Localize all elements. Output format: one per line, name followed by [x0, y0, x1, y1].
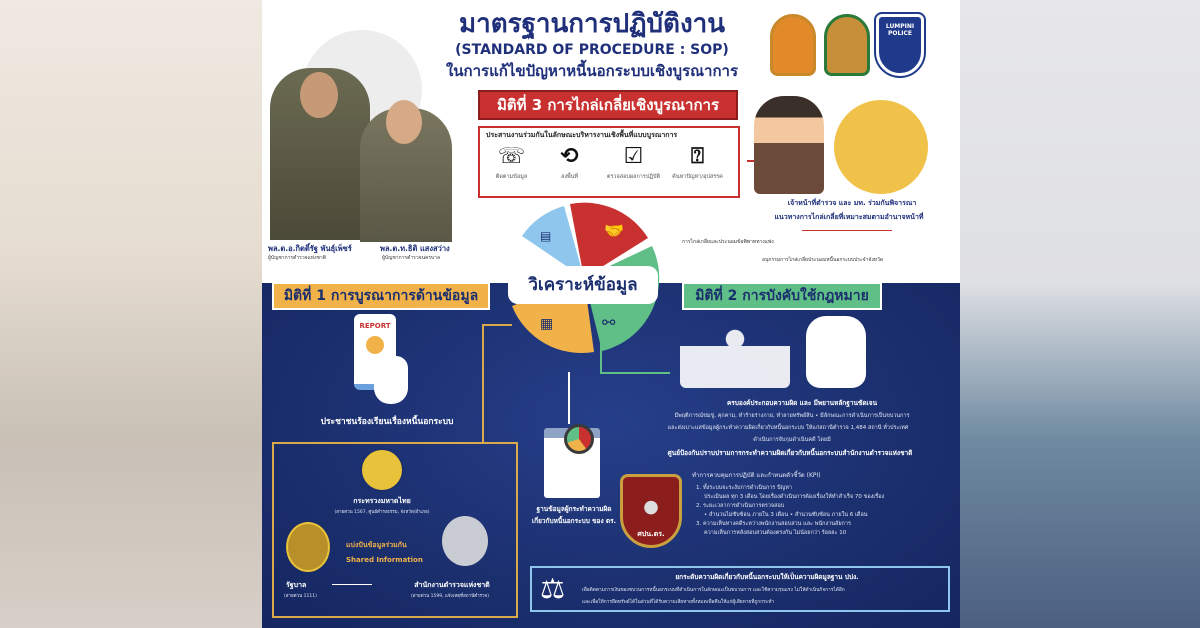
kpi-item: ประเมินผล ทุก 3 เดือน โดยเรื่องดำเนินการ…	[704, 494, 885, 500]
official-face-1	[300, 72, 338, 118]
kpi-item: 1. ทั้งระบบจะระงับการดำเนินการ ปัญหา	[696, 485, 792, 491]
kpi-list: 1. ทั้งระบบจะระงับการดำเนินการ ปัญหา ประ…	[696, 484, 958, 538]
magnifier-chart-icon	[564, 424, 594, 454]
fist-icon	[806, 316, 866, 388]
scales-of-justice-icon: ⚖	[540, 572, 566, 605]
sop-infographic: พล.ต.อ.กิตติ์รัฐ พันธุ์เพ็ชร์ ผู้บัญชากา…	[262, 0, 960, 628]
blurred-background-left	[0, 0, 262, 628]
connector-line	[482, 324, 484, 442]
title-english: (STANDARD OF PROCEDURE : SOP)	[455, 42, 729, 58]
police-seal	[442, 516, 488, 566]
badge-text: LUMPINI POLICE	[885, 23, 915, 37]
bidirectional-arrow-icon	[332, 584, 372, 585]
report-button-icon	[366, 336, 384, 354]
lumpini-police-badge: LUMPINI POLICE	[874, 12, 926, 78]
footer-title: ยกระดับความผิดเกี่ยวกับหนี้นอกระบบให้เป็…	[675, 573, 859, 581]
pie-segment-blue	[522, 206, 584, 278]
prevention-center-title: ศูนย์ป้องกันปราบปรามการกระทำความผิดเกี่ย…	[667, 449, 913, 457]
law-line-4: ดำเนินการจับกุมดำเนินคดี โดยมี	[753, 437, 831, 443]
police-label: สำนักงานตำรวจแห่งชาติ	[414, 581, 490, 589]
official-role-1: ผู้บัญชาการตำรวจแห่งชาติ	[268, 255, 326, 261]
police-note: (สายด่วน 1599, แจ้งเหตุที่สถานีตำรวจ)	[411, 594, 489, 599]
arrow-up-icon	[568, 372, 570, 424]
government-note: (สายด่วน 1111)	[284, 594, 317, 599]
database-caption-1: ฐานข้อมูลผู้กระทำความผิด	[536, 505, 612, 513]
step-track-data: ☏ติดตามข้อมูล	[495, 144, 528, 180]
pie-segment-red	[570, 202, 648, 278]
meeting-icon: ▦	[540, 316, 553, 332]
official-face-2	[386, 100, 422, 144]
official-name-1: พล.ต.อ.กิตติ์รัฐ พันธุ์เพ็ชร์	[268, 244, 352, 253]
report-label: REPORT	[359, 322, 391, 330]
district-seal-logo	[824, 14, 870, 76]
law-line-3: และส่งเบาะแสข้อมูลผู้กระทำความผิดเกี่ยวก…	[667, 425, 909, 431]
officers-caption-1: เจ้าหน้าที่ตำรวจ และ มท. ร่วมกันพิจารณา	[787, 199, 917, 207]
kpi-item: ความเห็นการหลังสอบสวนต้องตรงกัน ไม่น้อยก…	[704, 530, 847, 536]
connector-line-h	[482, 324, 512, 326]
step-check-results: ☑ตรวจสอบผลการปฏิบัติ	[606, 144, 661, 180]
criminal-gang-illustration	[680, 318, 790, 388]
interior-officials-illustration	[834, 100, 928, 194]
officers-caption-2: แนวทางการไกล่เกลี่ยที่เหมาะสมตามอำนาจหน้…	[774, 213, 924, 221]
law-line-2: มีพฤติการณ์ข่มขู่, คุกคาม, ทำร้ายร่างกาย…	[674, 413, 910, 419]
badge-label: ศปน.ตร.	[637, 530, 665, 538]
arrow-right-green-icon	[600, 372, 670, 374]
share-thai: แบ่งปันข้อมูลร่วมกัน	[346, 541, 407, 549]
question-board-icon: ⍰	[690, 144, 705, 169]
clipboard-icon: ☑	[623, 144, 644, 169]
footer-text-1: เพื่อติดตามการเงินของขบวนการหนี้นอกระบบท…	[582, 588, 845, 593]
subtitle-thai: ในการแก้ไขปัญหาหนี้นอกระบบเชิงบูรณาการ	[445, 62, 739, 80]
ministry-note: (สายด่วน 1567, ศูนย์ดำรงธรรม, จังหวัด/อำ…	[334, 510, 430, 515]
handcuffs-icon: ⚯	[602, 313, 616, 332]
footer-text-2: และเพื่อให้การยึดทรัพย์ได้ในส่วนที่ได้รั…	[582, 600, 775, 605]
title-block: มาตรฐานการปฏิบัติงาน (STANDARD OF PROCED…	[422, 8, 762, 82]
title-thai: มาตรฐานการปฏิบัติงาน	[458, 9, 726, 39]
law-line-1: ครบองค์ประกอบความผิด และ มีพยานหลักฐานชั…	[726, 399, 878, 407]
complaint-caption: ประชาชนร้องเรียนเรื่องหนี้นอกระบบ	[320, 417, 454, 427]
agencies-box	[272, 442, 518, 618]
analysis-label: วิเคราะห์ข้อมูล	[508, 266, 658, 304]
share-english: Shared Information	[346, 556, 423, 564]
dimension3-heading: มิติที่ 3 การไกล่เกลี่ยเชิงบูรณาการ	[478, 90, 738, 120]
kpi-item: 2. ระยะเวลาการดำเนินการตรวจสอบ	[696, 503, 785, 509]
official-name-2: พล.ต.ท.ธิติ แสงสว่าง	[380, 244, 450, 253]
police-officer-illustration	[754, 96, 824, 194]
blurred-background-right	[960, 0, 1200, 628]
dimension3-box: ประสานงานร่วมกันในลักษณะบริหารงานเชิงพื้…	[478, 126, 740, 198]
dimension2-heading: มิติที่ 2 การบังคับใช้กฎหมาย	[682, 282, 882, 310]
province-seal-logo	[770, 14, 816, 76]
arrow-line	[600, 340, 602, 374]
branch-1: การไกล่เกลี่ยและประนอมข้อพิพาททางแพ่ง	[682, 239, 774, 245]
branch-2: อนุกรรมการไกล่เกลี่ยประนอมหนี้นอกระบบประ…	[762, 257, 884, 263]
pointing-hand-icon	[374, 356, 408, 404]
phone-person-icon: ☏	[497, 144, 526, 169]
kpi-item: 3. ความเห็นทางคดีระหว่างพนักงานสอบสวน แล…	[696, 521, 851, 527]
location-pin-icon: ⟲	[560, 144, 579, 169]
dimension3-box-title: ประสานงานร่วมกันในลักษณะบริหารงานเชิงพื้…	[486, 131, 678, 139]
center-shield-badge: ศปน.ตร.	[620, 474, 682, 548]
government-label: รัฐบาล	[286, 581, 307, 589]
aml-footer-box: ⚖ ยกระดับความผิดเกี่ยวกับหนี้นอกระบบให้เ…	[530, 566, 950, 612]
ministry-seal	[360, 448, 404, 492]
ministry-label: กระทรวงมหาดไทย	[353, 497, 411, 505]
dimension1-heading: มิติที่ 1 การบูรณาการด้านข้อมูล	[272, 282, 490, 310]
kpi-item: • สำนวนไม่ซับซ้อน ภายใน 3 เดือน • สำนวนซ…	[704, 512, 868, 518]
branch-line	[802, 230, 892, 231]
database-caption-2: เกี่ยวกับหนี้นอกระบบ ของ ตร.	[531, 517, 617, 525]
official-role-2: ผู้บัญชาการตำรวจนครบาล	[382, 255, 441, 261]
kpi-heading: ทำการควบคุมการปฏิบัติ และกำหนดตัวชี้วัด …	[692, 472, 821, 479]
step-find-problems: ⍰ค้นหาปัญหา/อุปสรรค	[672, 144, 723, 180]
government-seal	[286, 522, 330, 572]
document-icon: ▤	[540, 229, 551, 243]
step-field-visit: ⟲ลงพื้นที่	[560, 144, 579, 180]
handshake-icon: 🤝	[604, 221, 624, 240]
